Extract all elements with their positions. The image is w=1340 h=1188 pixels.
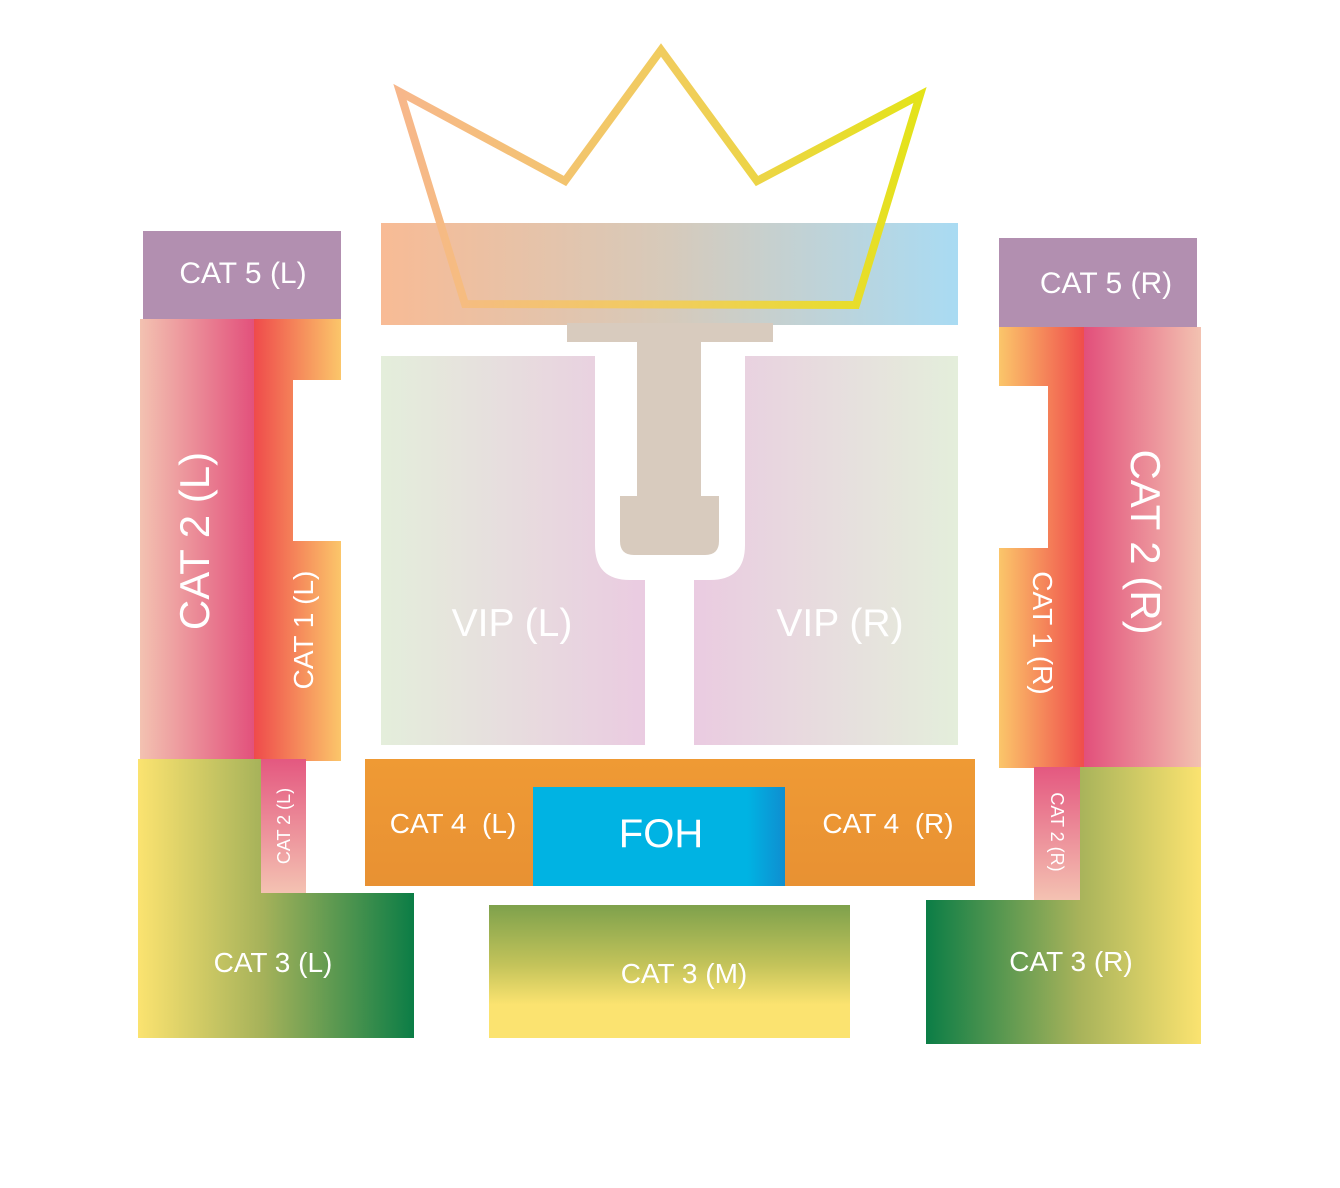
zone-label: CAT 2 (R) — [1122, 449, 1169, 634]
zone-cat3-l[interactable]: CAT 3 (L) — [138, 759, 414, 1038]
zone-cat2-l-small[interactable]: CAT 2 (L) — [261, 759, 306, 893]
zone-vip-r[interactable]: VIP (R) — [694, 356, 958, 745]
zone-label: VIP (L) — [452, 602, 573, 645]
zone-cat2-r-small[interactable]: CAT 2 (R) — [1034, 767, 1080, 900]
zone-cat1-r[interactable]: CAT 1 (R) — [999, 327, 1086, 768]
zone-label: CAT 1 (L) — [288, 571, 319, 690]
zone-label: CAT 3 (R) — [1009, 946, 1132, 977]
zone-cat2-l[interactable]: CAT 2 (L) — [140, 319, 256, 761]
zone-label: CAT 2 (R) — [1047, 792, 1067, 871]
zone-vip-l[interactable]: VIP (L) — [381, 356, 645, 745]
stage-main — [381, 223, 958, 325]
zone-label: CAT 3 (L) — [214, 947, 333, 978]
zone-cat5-r[interactable]: CAT 5 (R) — [999, 238, 1197, 327]
zone-label: CAT 5 (R) — [1040, 267, 1172, 300]
stage-thrust — [620, 496, 719, 555]
stage-runway — [637, 340, 701, 498]
zone-foh[interactable]: FOH — [533, 787, 785, 886]
zone-cat2-r[interactable]: CAT 2 (R) — [1084, 327, 1201, 769]
zone-label: CAT 5 (L) — [179, 257, 306, 290]
stage-step — [567, 323, 773, 342]
crown-icon — [393, 43, 927, 310]
zone-label: CAT 3 (M) — [621, 958, 748, 989]
zone-cat3-m[interactable]: CAT 3 (M) — [489, 905, 850, 1038]
zone-label: CAT 1 (R) — [1027, 571, 1058, 694]
zone-cat3-r[interactable]: CAT 3 (R) — [926, 767, 1201, 1044]
zone-label: CAT 2 (L) — [171, 452, 218, 630]
zone-label: VIP (R) — [776, 602, 903, 645]
zone-label: CAT 2 (L) — [274, 788, 294, 864]
zone-label: FOH — [619, 812, 703, 856]
zone-label-cat4-r: CAT 4 (R) — [822, 808, 953, 839]
zone-cat1-l[interactable]: CAT 1 (L) — [254, 319, 341, 761]
zone-cat5-l[interactable]: CAT 5 (L) — [143, 231, 341, 320]
zone-label-cat4-l: CAT 4 (L) — [390, 808, 517, 839]
